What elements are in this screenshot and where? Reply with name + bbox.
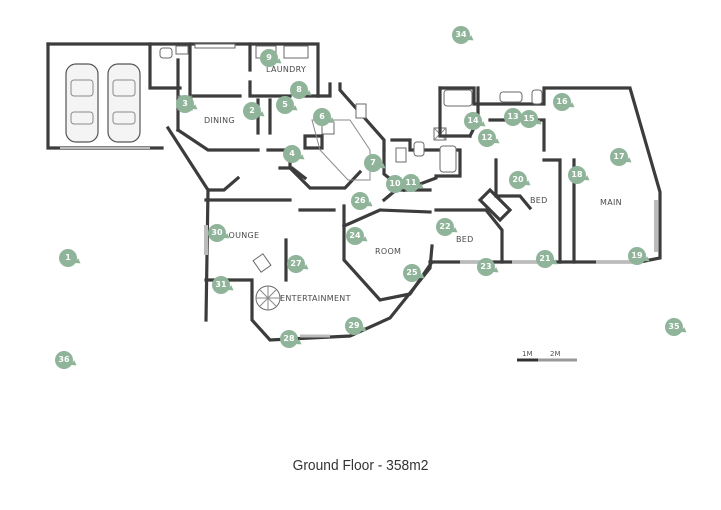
room-label-lounge: LOUNGE	[224, 231, 260, 240]
room-label-main: MAIN	[600, 198, 622, 207]
room-label-entertainment: ENTERTAINMENT	[280, 294, 351, 303]
photo-marker-4[interactable]: 4	[283, 145, 307, 163]
photo-marker-5[interactable]: 5	[276, 96, 300, 114]
car-icon	[65, 63, 99, 143]
photo-marker-17[interactable]: 17	[610, 148, 634, 166]
room-label-room: ROOM	[375, 247, 402, 256]
car-icon	[107, 63, 141, 143]
photo-marker-18[interactable]: 18	[568, 166, 592, 184]
photo-marker-20[interactable]: 20	[509, 171, 533, 189]
spiral-stair-icon	[255, 285, 281, 311]
photo-marker-19[interactable]: 19	[628, 247, 652, 265]
photo-marker-3[interactable]: 3	[176, 95, 200, 113]
photo-marker-34[interactable]: 34	[452, 26, 476, 44]
photo-marker-16[interactable]: 16	[553, 93, 577, 111]
photo-marker-23[interactable]: 23	[477, 258, 501, 276]
photo-marker-25[interactable]: 25	[403, 264, 427, 282]
room-label-laundry: LAUNDRY	[266, 65, 307, 74]
photo-marker-9[interactable]: 9	[260, 49, 284, 67]
photo-marker-29[interactable]: 29	[345, 317, 369, 335]
photo-marker-12[interactable]: 12	[478, 129, 502, 147]
photo-marker-1[interactable]: 1	[59, 249, 83, 267]
photo-marker-35[interactable]: 35	[665, 318, 689, 336]
floor-caption: Ground Floor - 358m2	[292, 457, 429, 474]
photo-marker-15[interactable]: 15	[520, 110, 544, 128]
photo-marker-27[interactable]: 27	[287, 255, 311, 273]
photo-marker-10[interactable]: 10	[386, 175, 410, 193]
photo-marker-2[interactable]: 2	[243, 102, 267, 120]
room-label-bed: BED	[456, 235, 474, 244]
photo-marker-13[interactable]: 13	[504, 108, 528, 126]
photo-marker-22[interactable]: 22	[436, 218, 460, 236]
photo-marker-8[interactable]: 8	[290, 81, 314, 99]
garage	[46, 42, 182, 150]
photo-marker-36[interactable]: 36	[55, 351, 79, 369]
photo-marker-7[interactable]: 7	[364, 154, 388, 172]
photo-marker-24[interactable]: 24	[346, 227, 370, 245]
room-label-bed: BED	[530, 196, 548, 205]
photo-marker-6[interactable]: 6	[313, 108, 337, 126]
photo-marker-28[interactable]: 28	[280, 330, 304, 348]
scale-label-1m: 1M	[522, 350, 533, 358]
photo-marker-26[interactable]: 26	[351, 192, 375, 210]
photo-marker-31[interactable]: 31	[212, 276, 236, 294]
scale-label-2m: 2M	[550, 350, 561, 358]
room-label-dining: DINING	[204, 116, 235, 125]
photo-marker-30[interactable]: 30	[208, 224, 232, 242]
photo-marker-21[interactable]: 21	[536, 250, 560, 268]
photo-marker-14[interactable]: 14	[464, 112, 488, 130]
photo-marker-11[interactable]: 11	[402, 174, 426, 192]
